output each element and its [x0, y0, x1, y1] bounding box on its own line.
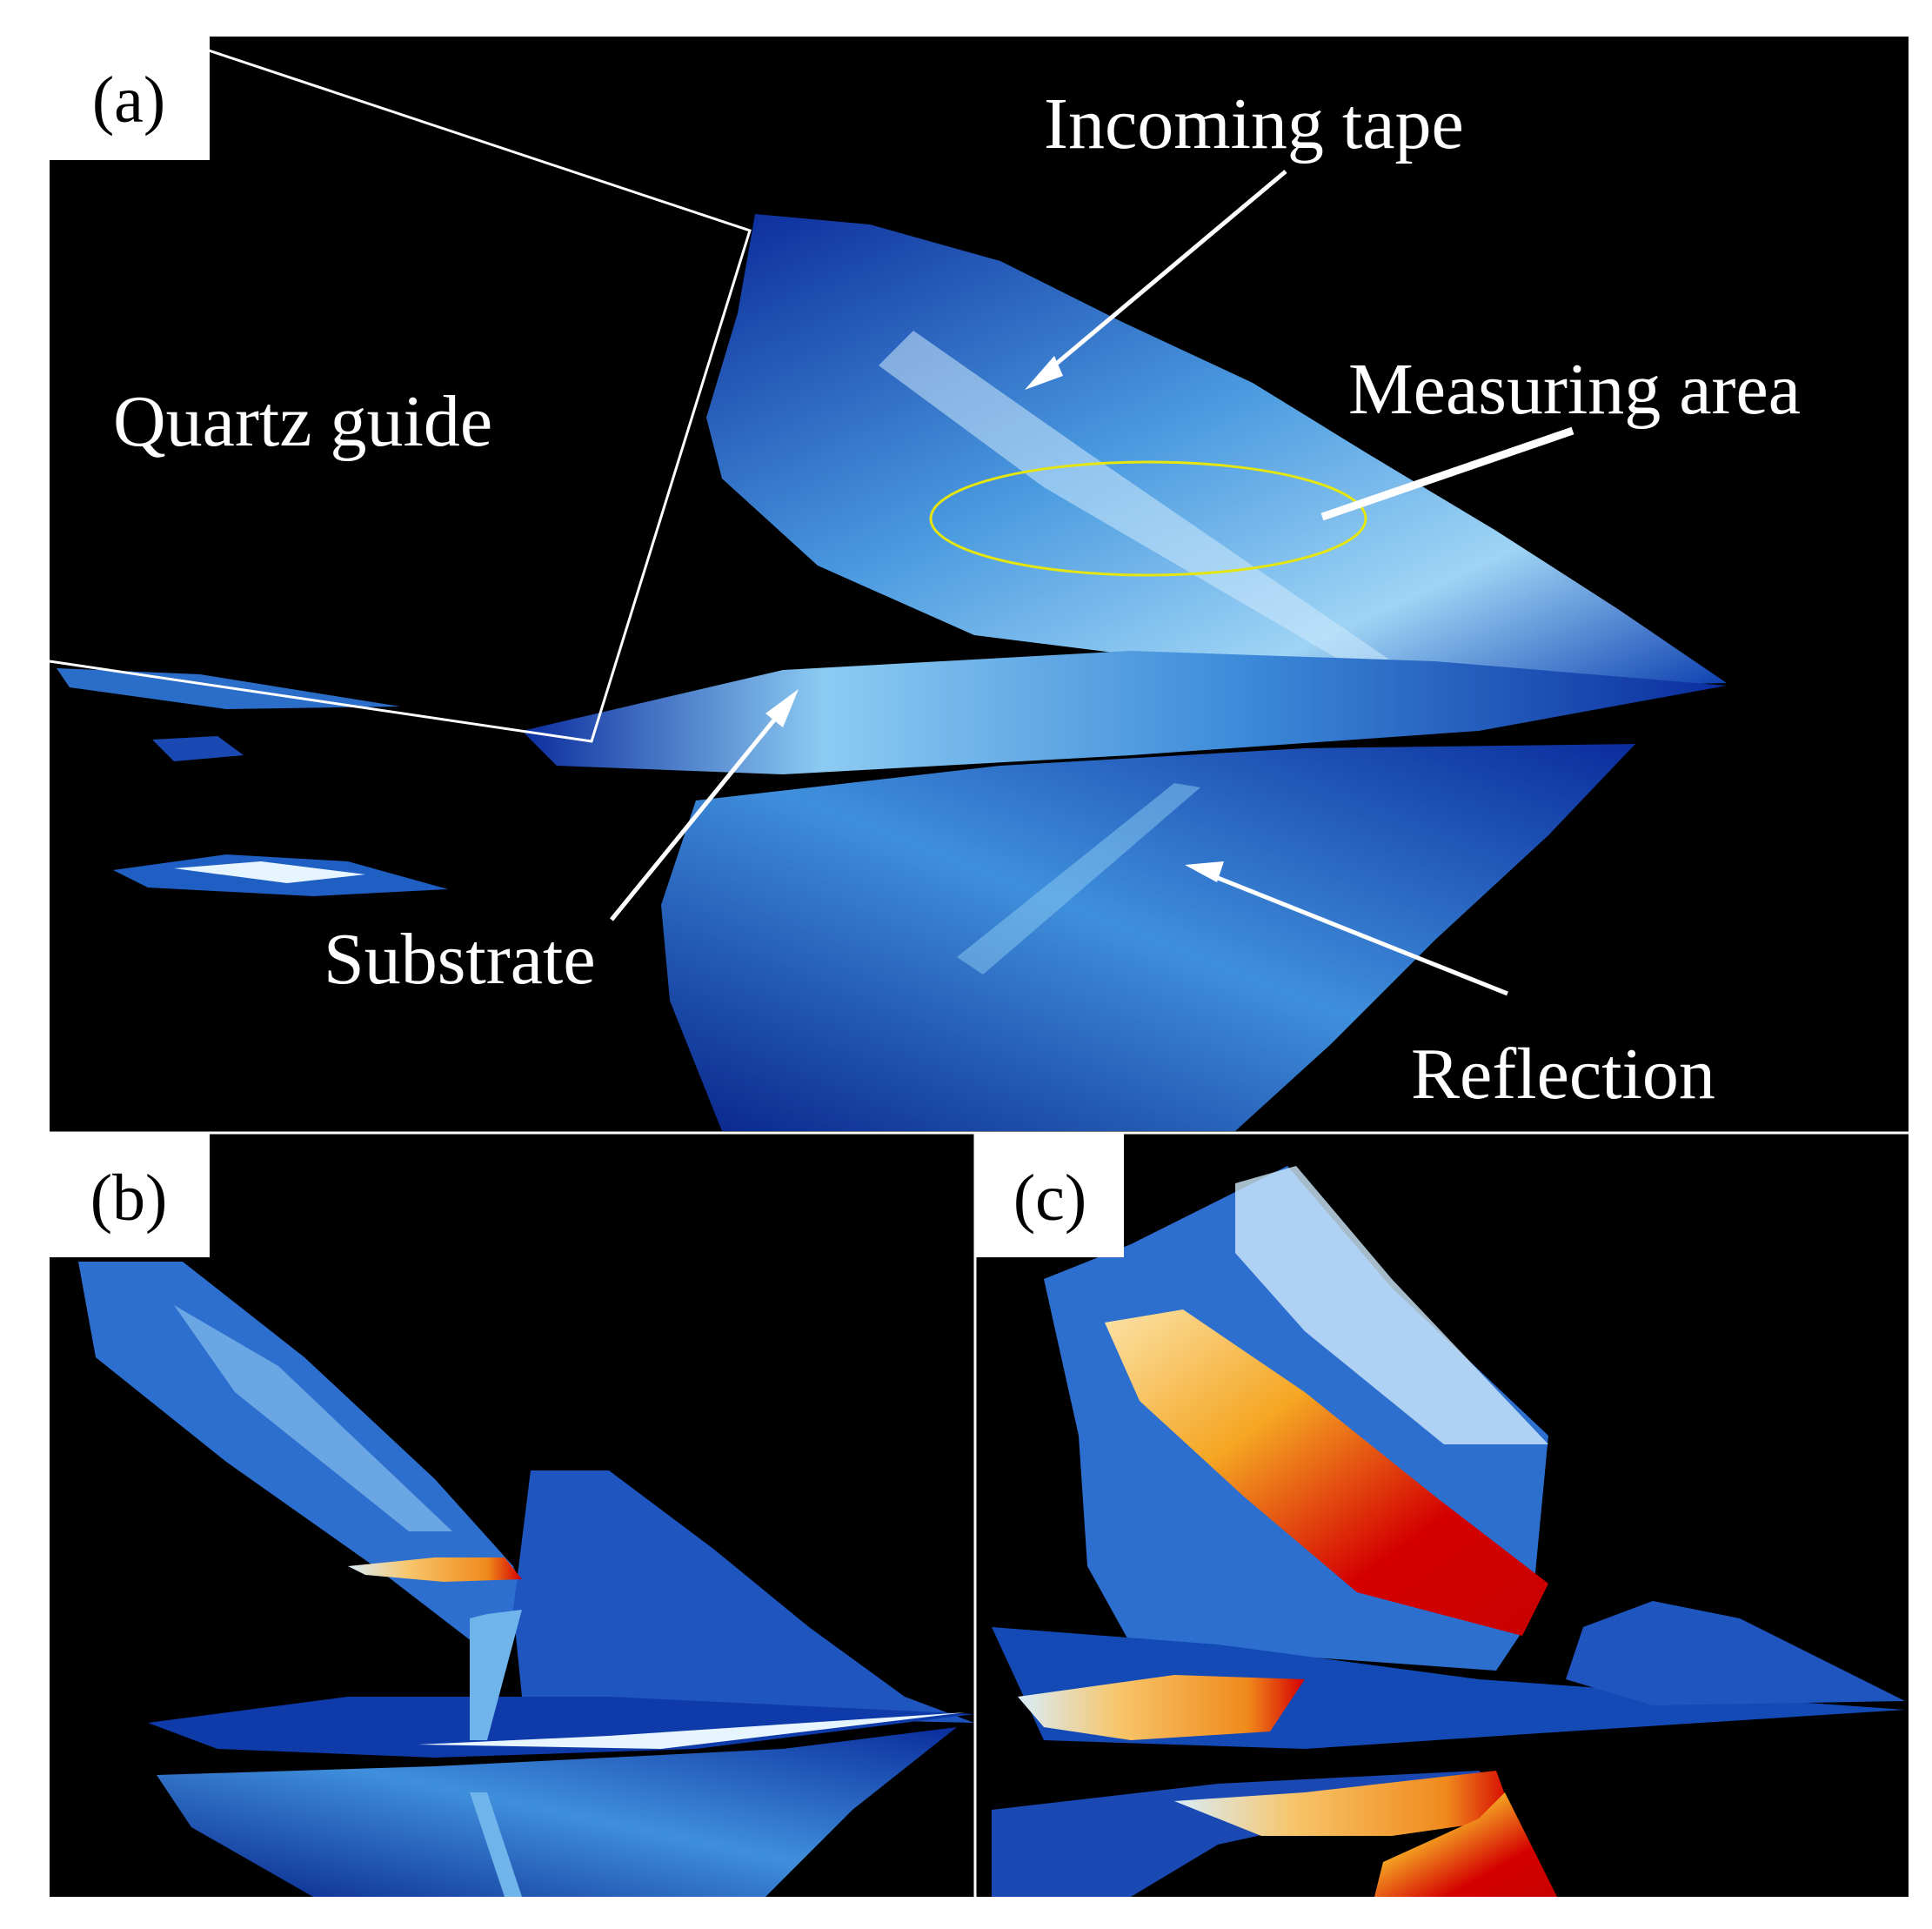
- panel-c-label: (c): [1013, 1162, 1086, 1235]
- panel-a-label: (a): [92, 64, 165, 137]
- panel-c-white-tape: [1235, 1166, 1548, 1444]
- panel-c-lower-hot: [1374, 1792, 1557, 1897]
- panel-b-upper-plume: [513, 1470, 974, 1723]
- quartz-guide-outline: [49, 49, 752, 743]
- substrate-region: [522, 651, 1727, 774]
- reflection-arrowhead: [1185, 861, 1224, 882]
- panel-c-right-plume: [1566, 1601, 1905, 1705]
- arrows-a: [610, 170, 1574, 996]
- panel-c-hot-region: [1105, 1309, 1548, 1636]
- panel-c-label-box: [976, 1134, 1124, 1257]
- panel-b-hot-spot: [348, 1557, 522, 1582]
- panel-b: (b): [50, 1134, 974, 1897]
- panel-b-label: (b): [90, 1162, 168, 1235]
- incoming-tape-arrow: [1042, 170, 1287, 376]
- panel-b-label-box: [50, 1134, 210, 1257]
- panel-b-vertical-edge: [470, 1610, 522, 1740]
- panel-a: (a) Quartz guide Incoming tape Measuring…: [49, 37, 1909, 1132]
- quartz-guide-label: Quartz guide: [113, 381, 492, 462]
- measuring-area-pointer: [1320, 426, 1574, 521]
- measuring-area-ellipse: [929, 460, 1367, 577]
- panel-c-substrate-hot: [1018, 1675, 1305, 1740]
- substrate-patch: [152, 736, 244, 761]
- panel-b-substrate-core: [418, 1712, 966, 1749]
- incoming-tape-region: [706, 214, 1727, 687]
- panel-b-tape-streak: [174, 1305, 452, 1531]
- panel-b-tape-region: [78, 1262, 531, 1653]
- panel-c: (c): [976, 1134, 1909, 1897]
- substrate-label: Substrate: [324, 919, 596, 1000]
- panel-b-reflection: [157, 1727, 957, 1897]
- incoming-tape-streak: [879, 331, 1392, 670]
- panel-c-reflection-hot: [1174, 1771, 1514, 1836]
- substrate-arrow: [610, 707, 785, 921]
- panel-b-lower-edge: [470, 1792, 522, 1897]
- reflection-label: Reflection: [1411, 1034, 1715, 1115]
- hot-streak-left-core: [174, 861, 365, 883]
- measuring-area-label: Measuring area: [1348, 349, 1801, 430]
- incoming-tape-label: Incoming tape: [1044, 84, 1464, 164]
- reflection-streak: [957, 783, 1200, 975]
- reflection-arrow: [1208, 872, 1508, 996]
- reflection-region: [661, 744, 1635, 1131]
- substrate-arrowhead: [765, 689, 799, 727]
- panel-a-label-box: [50, 37, 210, 160]
- panel-b-substrate: [148, 1697, 974, 1758]
- incoming-tape-arrowhead: [1025, 356, 1063, 390]
